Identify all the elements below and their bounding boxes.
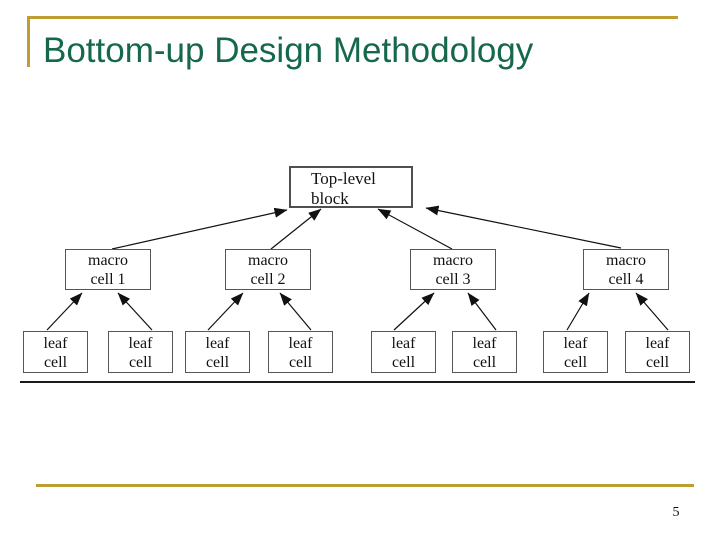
leaf-cell: leaf cell (185, 331, 250, 373)
leaf-cell-label-line1: leaf (128, 335, 153, 352)
leaf-cell: leaf cell (268, 331, 333, 373)
macro-cell-label-line2: cell 1 (90, 271, 126, 288)
leaf-cell-label-line1: leaf (43, 335, 68, 352)
left-gold-rule (27, 16, 30, 67)
leaf-cell-label-line2: cell (205, 354, 230, 371)
top-level-block: Top-level block (289, 166, 413, 208)
leaf-cell-label-line1: leaf (288, 335, 313, 352)
leaf-cell: leaf cell (108, 331, 173, 373)
macro-cell-label-line2: cell 3 (435, 271, 471, 288)
leaf-cell-label-line1: leaf (205, 335, 230, 352)
macro-cell-label-line2: cell 4 (608, 271, 644, 288)
macro-cell-label-line1: macro (606, 252, 646, 269)
leaf-cell: leaf cell (625, 331, 690, 373)
macro-cell: macro cell 2 (225, 249, 311, 290)
leaf-cell-label-line2: cell (128, 354, 153, 371)
leaf-cell-label-line2: cell (288, 354, 313, 371)
leaf-cell-label-line1: leaf (391, 335, 416, 352)
leaf-cell-label-line2: cell (472, 354, 497, 371)
leaf-cell-label-line2: cell (645, 354, 670, 371)
leaf-cell-label-line1: leaf (472, 335, 497, 352)
top-gold-rule (30, 16, 678, 19)
leaf-cell: leaf cell (452, 331, 517, 373)
leaf-cell-label-line2: cell (563, 354, 588, 371)
macro-cell: macro cell 3 (410, 249, 496, 290)
leaf-cell-label-line2: cell (43, 354, 68, 371)
page-number: 5 (672, 505, 680, 520)
leaf-cell: leaf cell (371, 331, 436, 373)
macro-cell-label-line1: macro (433, 252, 473, 269)
macro-cell: macro cell 1 (65, 249, 151, 290)
macro-cell: macro cell 4 (583, 249, 669, 290)
leaf-cell-label-line2: cell (391, 354, 416, 371)
leaf-cell-label-line1: leaf (645, 335, 670, 352)
macro-cell-label-line1: macro (248, 252, 288, 269)
leaf-cell: leaf cell (543, 331, 608, 373)
top-level-block-label-line2: block (311, 189, 349, 208)
macro-cell-label-line1: macro (88, 252, 128, 269)
leaf-cell: leaf cell (23, 331, 88, 373)
slide-title: Bottom-up Design Methodology (43, 31, 534, 70)
bottom-gold-rule (36, 484, 694, 487)
top-level-block-label-line1: Top-level (311, 169, 376, 188)
leaf-cell-label-line1: leaf (563, 335, 588, 352)
macro-cell-label-line2: cell 2 (250, 271, 286, 288)
